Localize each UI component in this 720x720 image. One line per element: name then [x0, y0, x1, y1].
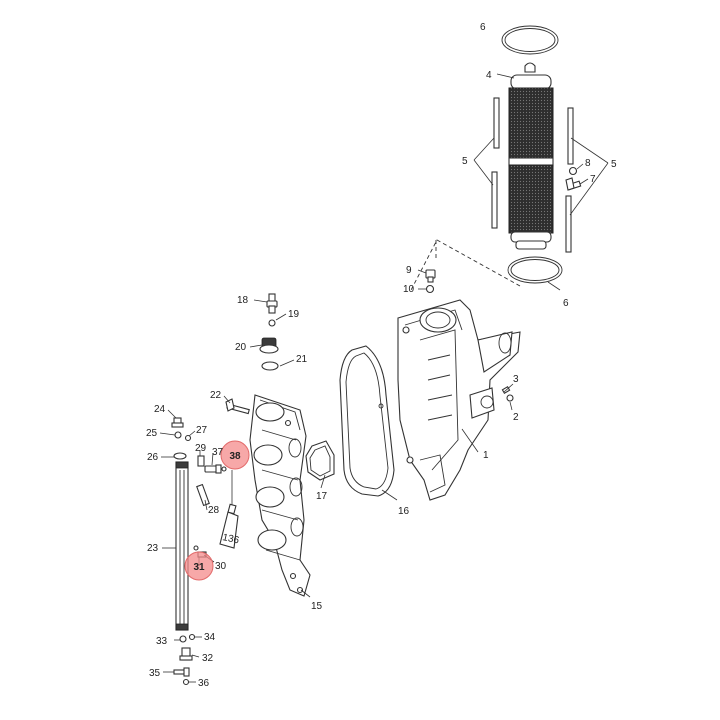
callout-10: 10: [403, 284, 415, 295]
callout-17: 17: [316, 491, 328, 502]
sealant-tube: 136: [219, 503, 240, 549]
fitting-32: [179, 647, 193, 661]
highlight-callout-38[interactable]: 38: [220, 440, 250, 470]
fitting-24: [171, 417, 184, 428]
heat-exchanger-core: [508, 62, 554, 250]
callout-3: 3: [513, 374, 519, 385]
heat-exchanger-group: [491, 25, 582, 284]
callout-29: 29: [195, 443, 207, 454]
o-ring-26: [173, 452, 187, 460]
callout-34: 34: [204, 632, 216, 643]
fitting-35: [173, 667, 190, 677]
callout-38-label: 38: [229, 451, 241, 462]
callout-35: 35: [149, 668, 161, 679]
washer-33: [179, 635, 187, 643]
washer-36: [182, 678, 190, 686]
callout-22: 22: [210, 390, 222, 401]
o-ring-21: [261, 361, 279, 371]
callout-6: 6: [563, 298, 569, 309]
bracket-28: [196, 483, 210, 507]
callout-31-label: 31: [193, 562, 205, 573]
screw-7: [565, 177, 582, 191]
callout-21: 21: [296, 354, 308, 365]
rod-left-upper: [493, 97, 500, 149]
callout-2: 2: [513, 412, 519, 423]
washer-8: [568, 166, 578, 176]
callout-6-top: 6: [480, 22, 486, 33]
gasket-16: [339, 345, 395, 497]
callout-7: 7: [590, 174, 596, 185]
fitting-18: [266, 293, 278, 314]
callout-9: 9: [406, 265, 412, 276]
callout-18: 18: [237, 295, 249, 306]
washer-25: [174, 431, 182, 439]
callout-32: 32: [202, 653, 214, 664]
housing-1: [397, 299, 521, 501]
assembly-dash-line: [409, 239, 521, 293]
callout-28: 28: [208, 505, 220, 516]
sensor-37: [204, 464, 227, 474]
callout-labels: 1 2 3 4 5 5 6 6 7 8 9 10 15 16 17 18 19 …: [146, 22, 617, 689]
rod-right-lower: [565, 195, 572, 253]
washer-27: [184, 434, 192, 442]
sealant-tube-label: 136: [221, 532, 240, 546]
callout-23: 23: [147, 543, 159, 554]
callout-30: 30: [215, 561, 227, 572]
callout-33: 33: [156, 636, 168, 647]
plug-9: [425, 269, 436, 283]
bolt-22: [225, 398, 250, 415]
rod-right-upper: [567, 107, 574, 165]
rod-left-lower: [491, 171, 498, 229]
callout-26: 26: [147, 452, 159, 463]
callout-27: 27: [196, 425, 208, 436]
callout-36: 36: [198, 678, 210, 689]
callout-25: 25: [146, 428, 158, 439]
callout-16: 16: [398, 506, 410, 517]
washer-10: [425, 284, 435, 294]
leader-lines: [159, 73, 609, 683]
callout-37: 37: [212, 447, 224, 458]
callout-8: 8: [585, 158, 591, 169]
callout-5-right: 5: [611, 159, 617, 170]
washer-19: [268, 319, 276, 327]
callout-20: 20: [235, 342, 247, 353]
manifold-15: [249, 394, 311, 597]
callout-15: 15: [311, 601, 323, 612]
cap-20: [259, 337, 279, 354]
bottom-o-ring: [507, 256, 563, 284]
callout-1: 1: [483, 450, 489, 461]
callout-4: 4: [486, 70, 492, 81]
callout-5-left: 5: [462, 156, 468, 167]
clip-29: [197, 455, 205, 467]
callout-24: 24: [154, 404, 166, 415]
top-o-ring: [501, 25, 559, 55]
highlight-callout-31[interactable]: 31: [184, 551, 214, 581]
washer-34: [188, 633, 196, 641]
rail-23: [175, 461, 189, 631]
callout-19: 19: [288, 309, 300, 320]
